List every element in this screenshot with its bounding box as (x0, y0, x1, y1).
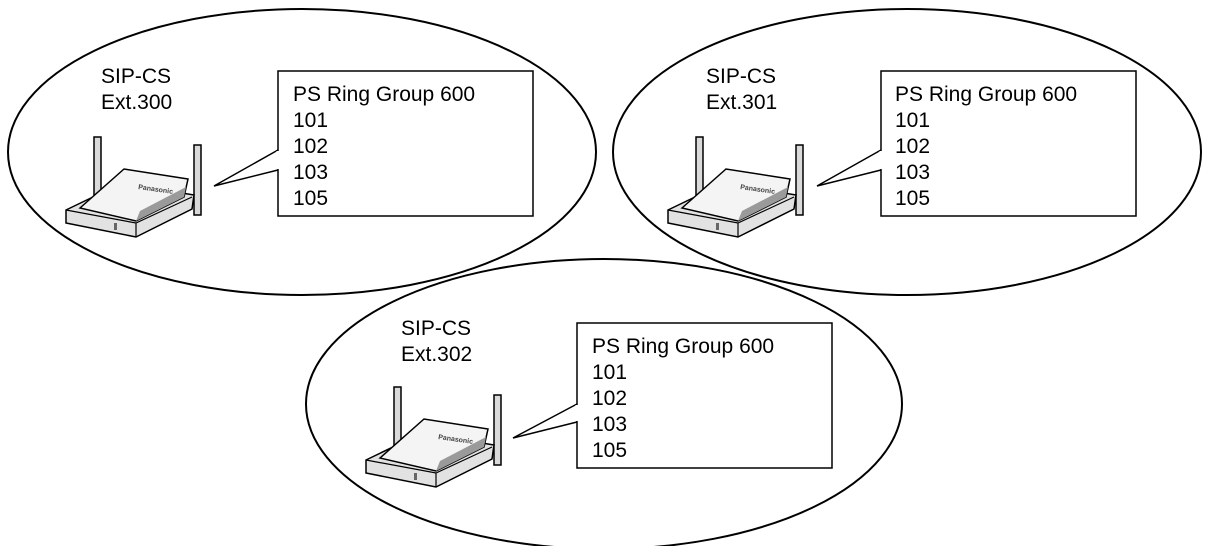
ring-group-member: 103 (293, 161, 328, 184)
callout-pointer (816, 149, 882, 187)
ring-group-member: 105 (592, 439, 627, 462)
device-front-edge (365, 446, 493, 487)
device-cover-shade (436, 437, 486, 471)
device-front-edge (65, 196, 193, 237)
extension-label: Ext.301 (706, 91, 777, 114)
ring-group-title: PS Ring Group 600 (592, 335, 774, 358)
device-name-label: SIP-CS (101, 65, 171, 88)
ring-group-title: PS Ring Group 600 (895, 83, 1077, 106)
device-name-label: SIP-CS (401, 317, 471, 340)
extension-label: Ext.302 (401, 343, 472, 366)
cell-station-device: Panasonic (667, 136, 804, 238)
ring-group-member: 105 (293, 187, 328, 210)
ring-group-member: 103 (895, 161, 930, 184)
ring-group-member: 103 (592, 413, 627, 436)
callout-pointer (213, 149, 279, 187)
status-led (716, 223, 719, 230)
device-name-label: SIP-CS (706, 65, 776, 88)
right-antenna (193, 144, 202, 216)
callout-box (880, 70, 1137, 217)
right-antenna (795, 144, 804, 216)
ring-group-member: 102 (592, 387, 627, 410)
brand-logo: Panasonic (438, 434, 474, 446)
cell-ext-301: SIP-CS Ext.301 Panasonic PS Ring Group 6… (612, 8, 1202, 296)
ring-group-member: 101 (293, 109, 328, 132)
brand-logo: Panasonic (740, 184, 776, 196)
ring-group-title: PS Ring Group 600 (293, 83, 475, 106)
cell-station-device: Panasonic (365, 386, 502, 488)
right-antenna (493, 394, 502, 466)
ring-group-member: 101 (592, 361, 627, 384)
status-led (114, 223, 117, 230)
callout-box (576, 322, 833, 469)
ring-group-member: 102 (293, 135, 328, 158)
ring-group-member: 102 (895, 135, 930, 158)
brand-logo: Panasonic (138, 184, 174, 196)
status-led (414, 473, 417, 480)
ring-group-member: 105 (895, 187, 930, 210)
callout-pointer (512, 403, 578, 439)
cell-ext-300: SIP-CS Ext.300 Panasonic PS Ring Group 6… (7, 8, 597, 296)
device-cover-shade (738, 187, 788, 221)
device-front-edge (667, 196, 795, 237)
callout-box (277, 70, 534, 217)
device-cover-shade (136, 187, 186, 221)
extension-label: Ext.300 (101, 91, 172, 114)
ring-group-member: 101 (895, 109, 930, 132)
cell-station-device: Panasonic (65, 136, 202, 238)
cell-ext-302: SIP-CS Ext.302 Panasonic PS Ring Group 6… (305, 258, 903, 546)
